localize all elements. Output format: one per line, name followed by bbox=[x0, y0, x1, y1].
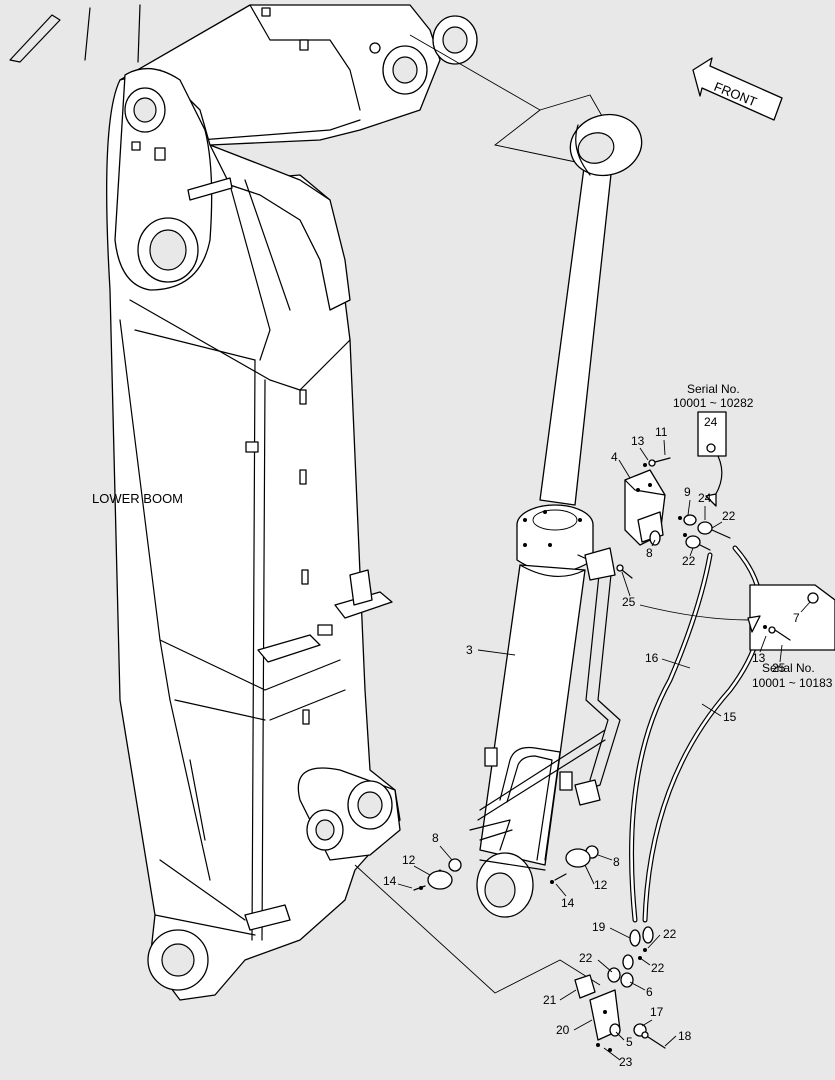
callout-9: 9 bbox=[684, 485, 691, 499]
pipe-clamps bbox=[413, 845, 599, 891]
callout-14-right: 14 bbox=[561, 896, 575, 910]
boom-cylinder bbox=[469, 113, 643, 918]
serial-label-bottom: Serial No. bbox=[762, 661, 815, 675]
callout-17: 17 bbox=[650, 1005, 664, 1019]
callout-15: 15 bbox=[723, 710, 737, 724]
callout-16: 16 bbox=[645, 651, 659, 665]
callout-22-b: 22 bbox=[579, 951, 593, 965]
callout-21: 21 bbox=[543, 993, 557, 1007]
callout-11: 11 bbox=[655, 425, 668, 439]
serial-detail-box bbox=[639, 584, 835, 651]
callout-25-right: 25 bbox=[772, 661, 786, 675]
callout-4: 4 bbox=[611, 450, 618, 464]
serial-range-top: 10001 ~ 10282 bbox=[673, 396, 754, 410]
callout-22-left: 22 bbox=[682, 554, 696, 568]
lower-boom-label: LOWER BOOM bbox=[92, 491, 183, 506]
callout-24: 24 bbox=[698, 491, 712, 505]
callout-22-right: 22 bbox=[722, 509, 736, 523]
callout-7: 7 bbox=[793, 611, 800, 625]
reference-line-top bbox=[409, 34, 591, 166]
front-arrow: FRONT bbox=[692, 57, 783, 121]
callout-18: 18 bbox=[678, 1029, 692, 1043]
safety-valve-block bbox=[616, 411, 731, 579]
callout-13-right: 13 bbox=[752, 651, 766, 665]
callout-6: 6 bbox=[646, 985, 653, 999]
callout-20: 20 bbox=[556, 1023, 570, 1037]
callout-8-top: 8 bbox=[646, 546, 653, 560]
callout-12-left: 12 bbox=[402, 853, 416, 867]
callout-13-top: 13 bbox=[631, 434, 645, 448]
serial-range-bottom: 10001 ~ 10183 bbox=[752, 676, 833, 690]
reference-line-bottom bbox=[354, 864, 601, 994]
callout-8-left: 8 bbox=[432, 831, 439, 845]
callout-25-left: 25 bbox=[622, 595, 636, 609]
callout-12-right: 12 bbox=[594, 878, 608, 892]
lower-boom bbox=[9, 4, 478, 1001]
callout-labels: 3 4 13 11 24 9 24 22 22 8 25 7 13 25 16 … bbox=[383, 415, 811, 1069]
hoses bbox=[607, 545, 764, 988]
callout-23: 23 bbox=[619, 1055, 633, 1069]
callout-22-c: 22 bbox=[651, 961, 665, 975]
serial-label-top: Serial No. bbox=[687, 382, 740, 396]
callout-19: 19 bbox=[592, 920, 606, 934]
callout-14-left: 14 bbox=[383, 874, 397, 888]
callout-3: 3 bbox=[466, 643, 473, 657]
callout-24-box: 24 bbox=[704, 415, 718, 429]
callout-22-a: 22 bbox=[663, 927, 677, 941]
callout-8-right: 8 bbox=[613, 855, 620, 869]
callout-5: 5 bbox=[626, 1035, 633, 1049]
